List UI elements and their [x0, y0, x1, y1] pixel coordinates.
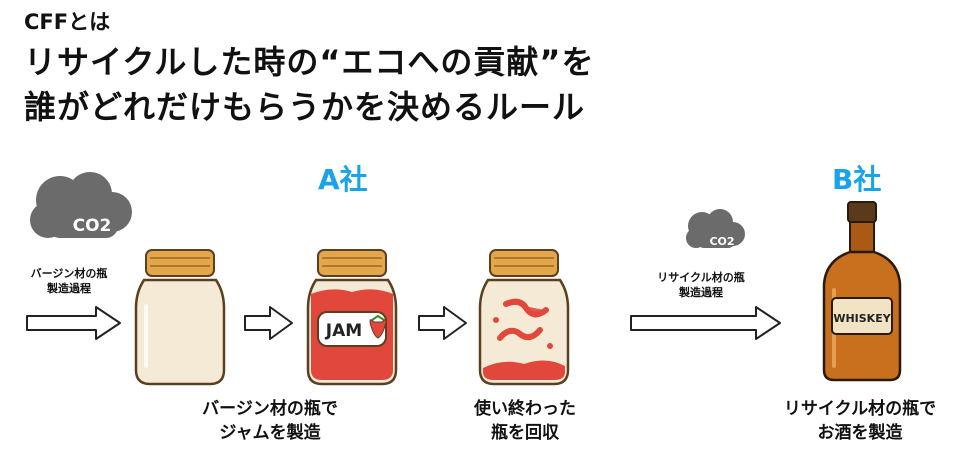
caption-collect-jar: 使い終わった 瓶を回収 [450, 397, 600, 445]
caption-make-jam-line-1: バージン材の瓶で [202, 399, 338, 419]
headline-line-2: 誰がどれだけもらうかを決めるルール [24, 88, 586, 126]
virgin-process-line-2: 製造過程 [47, 282, 91, 295]
recycled-process-label: リサイクル材の瓶 製造過程 [636, 270, 766, 300]
arrow-right-icon [418, 306, 467, 340]
empty-jar-icon [134, 249, 226, 386]
co2-cloud-small-icon: CO2 [686, 209, 745, 248]
whiskey-bottle-icon: WHISKEY [822, 201, 902, 382]
caption-make-liquor-line-2: お酒を製造 [817, 423, 903, 443]
virgin-process-line-1: バージン材の瓶 [30, 267, 108, 280]
jam-jar-icon: JAM [306, 249, 398, 386]
co2-label: CO2 [73, 216, 112, 236]
recycled-process-line-1: リサイクル材の瓶 [657, 271, 745, 284]
cloud-shape [30, 172, 132, 238]
arrow-right-icon [244, 306, 293, 340]
arrow-right-icon [630, 306, 781, 340]
strawberry-icon [369, 319, 387, 339]
headline: リサイクルした時の“エコへの貢献”を 誰がどれだけもらうかを決めるルール [24, 40, 594, 130]
virgin-process-label: バージン材の瓶 製造過程 [14, 266, 124, 296]
caption-make-jam: バージン材の瓶で ジャムを製造 [180, 397, 360, 445]
jam-label: JAM [325, 321, 362, 341]
whiskey-label: WHISKEY [833, 312, 891, 325]
arrow-right-icon [26, 306, 121, 340]
used-jar-icon [478, 249, 570, 386]
caption-collect-line-1: 使い終わった [474, 399, 576, 419]
co2-cloud-icon: CO2 [30, 172, 132, 238]
caption-make-jam-line-2: ジャムを製造 [219, 423, 321, 443]
company-a-label: A社 [318, 163, 368, 196]
cloud-shape [686, 209, 745, 248]
company-b-label: B社 [832, 163, 882, 196]
recycled-process-line-2: 製造過程 [679, 286, 723, 299]
caption-make-liquor-line-1: リサイクル材の瓶で [783, 399, 937, 419]
co2-label-small: CO2 [709, 235, 734, 248]
headline-line-1: リサイクルした時の“エコへの貢献”を [24, 43, 595, 81]
caption-make-liquor: リサイクル材の瓶で お酒を製造 [770, 397, 950, 445]
caption-collect-line-2: 瓶を回収 [491, 423, 559, 443]
kicker-title: CFFとは [24, 10, 111, 34]
